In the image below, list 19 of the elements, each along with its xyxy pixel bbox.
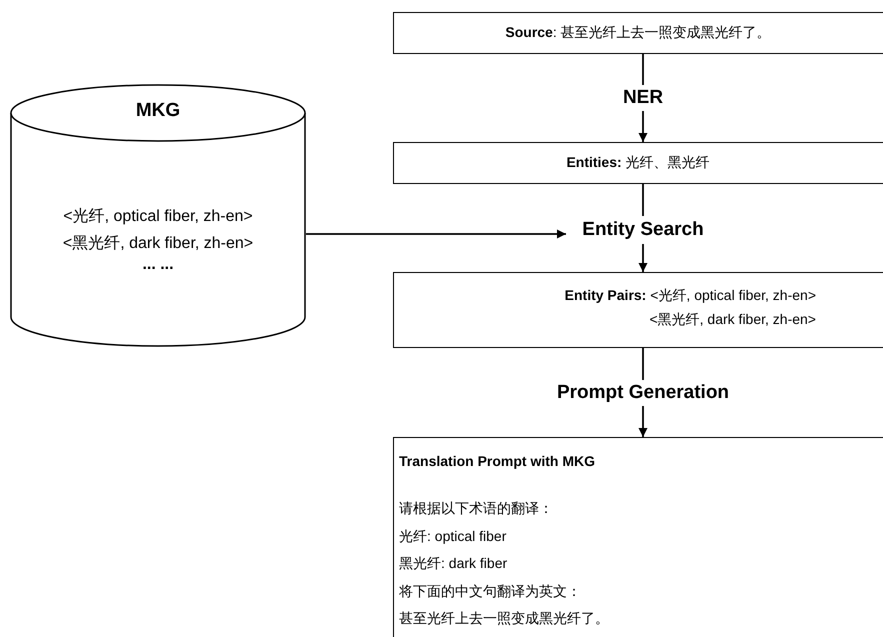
entity-pair-line: Entity Pairs: <光纤, optical fiber, zh-en> [564,287,816,305]
step-label: Entity Search [569,216,717,244]
entities-box: Entities: 光纤、黑光纤 [393,142,883,184]
entry-line: <光纤, optical fiber, zh-en> [62,206,254,227]
arrow [306,230,566,238]
entry-line: <黑光纤, dark fiber, zh-en> [62,234,254,254]
prompt-box [393,437,883,637]
arrow [638,244,648,272]
prompt-line: 将下面的中文句翻译为英文： [399,582,581,600]
prompt-line: 光纤: optical fiber [399,528,506,546]
entity-pairs-box [393,272,883,348]
source-box: Source: 甚至光纤上去一照变成黑光纤了。 [393,12,883,54]
entry-line: ... ... [141,256,175,274]
prompt-line: 黑光纤: dark fiber [399,555,508,573]
prompt-line: 甚至光纤上去一照变成黑光纤了。 [399,610,609,628]
cylinder-title: MKG [134,100,182,122]
prompt-line: 请根据以下术语的翻译： [399,500,553,518]
prompt-heading: Translation Prompt with MKG [399,453,596,469]
entity-pair-line: <黑光纤, dark fiber, zh-en> [649,311,816,329]
